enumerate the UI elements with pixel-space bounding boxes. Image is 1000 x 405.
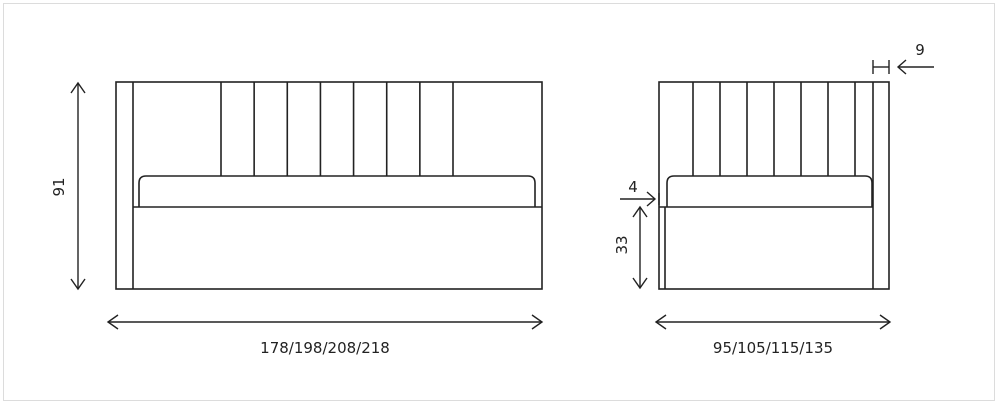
side-headboard-panels (692, 82, 856, 176)
width-arrow-right (531, 314, 544, 330)
side-view: 9 4 33 95/105/115/135 (613, 41, 934, 357)
depth-arrow-left (654, 314, 667, 330)
image-border (3, 3, 995, 401)
depth-label: 95/105/115/135 (713, 339, 833, 357)
offset-pointer-arrow (646, 191, 657, 207)
side-mattress (666, 175, 873, 207)
mattress-offset-label: 4 (628, 178, 638, 196)
seat-height-label: 33 (613, 235, 631, 254)
front-headboard-panels (220, 82, 454, 176)
width-label: 178/198/208/218 (260, 339, 390, 357)
front-height-dimension: 91 (50, 81, 86, 291)
height-label: 91 (50, 177, 68, 196)
side-depth-dimension: 95/105/115/135 (654, 314, 892, 357)
seat-height-arrow-bottom (632, 277, 648, 290)
depth-arrow-right (879, 314, 892, 330)
front-outer-frame (115, 81, 543, 290)
front-mattress (138, 175, 536, 207)
board-thickness-dimension: 9 (872, 41, 934, 75)
thickness-pointer-arrow (896, 59, 907, 75)
height-arrow-bottom (70, 278, 86, 291)
seat-height-arrow-top (632, 205, 648, 218)
mattress-offset-dimension: 4 (620, 178, 660, 207)
front-width-dimension: 178/198/208/218 (106, 314, 544, 357)
board-thickness-label: 9 (915, 41, 925, 59)
width-arrow-left (106, 314, 119, 330)
height-arrow-top (70, 81, 86, 94)
seat-height-dimension: 33 (613, 205, 648, 290)
front-view: 91 178/198/208/218 (50, 81, 544, 357)
